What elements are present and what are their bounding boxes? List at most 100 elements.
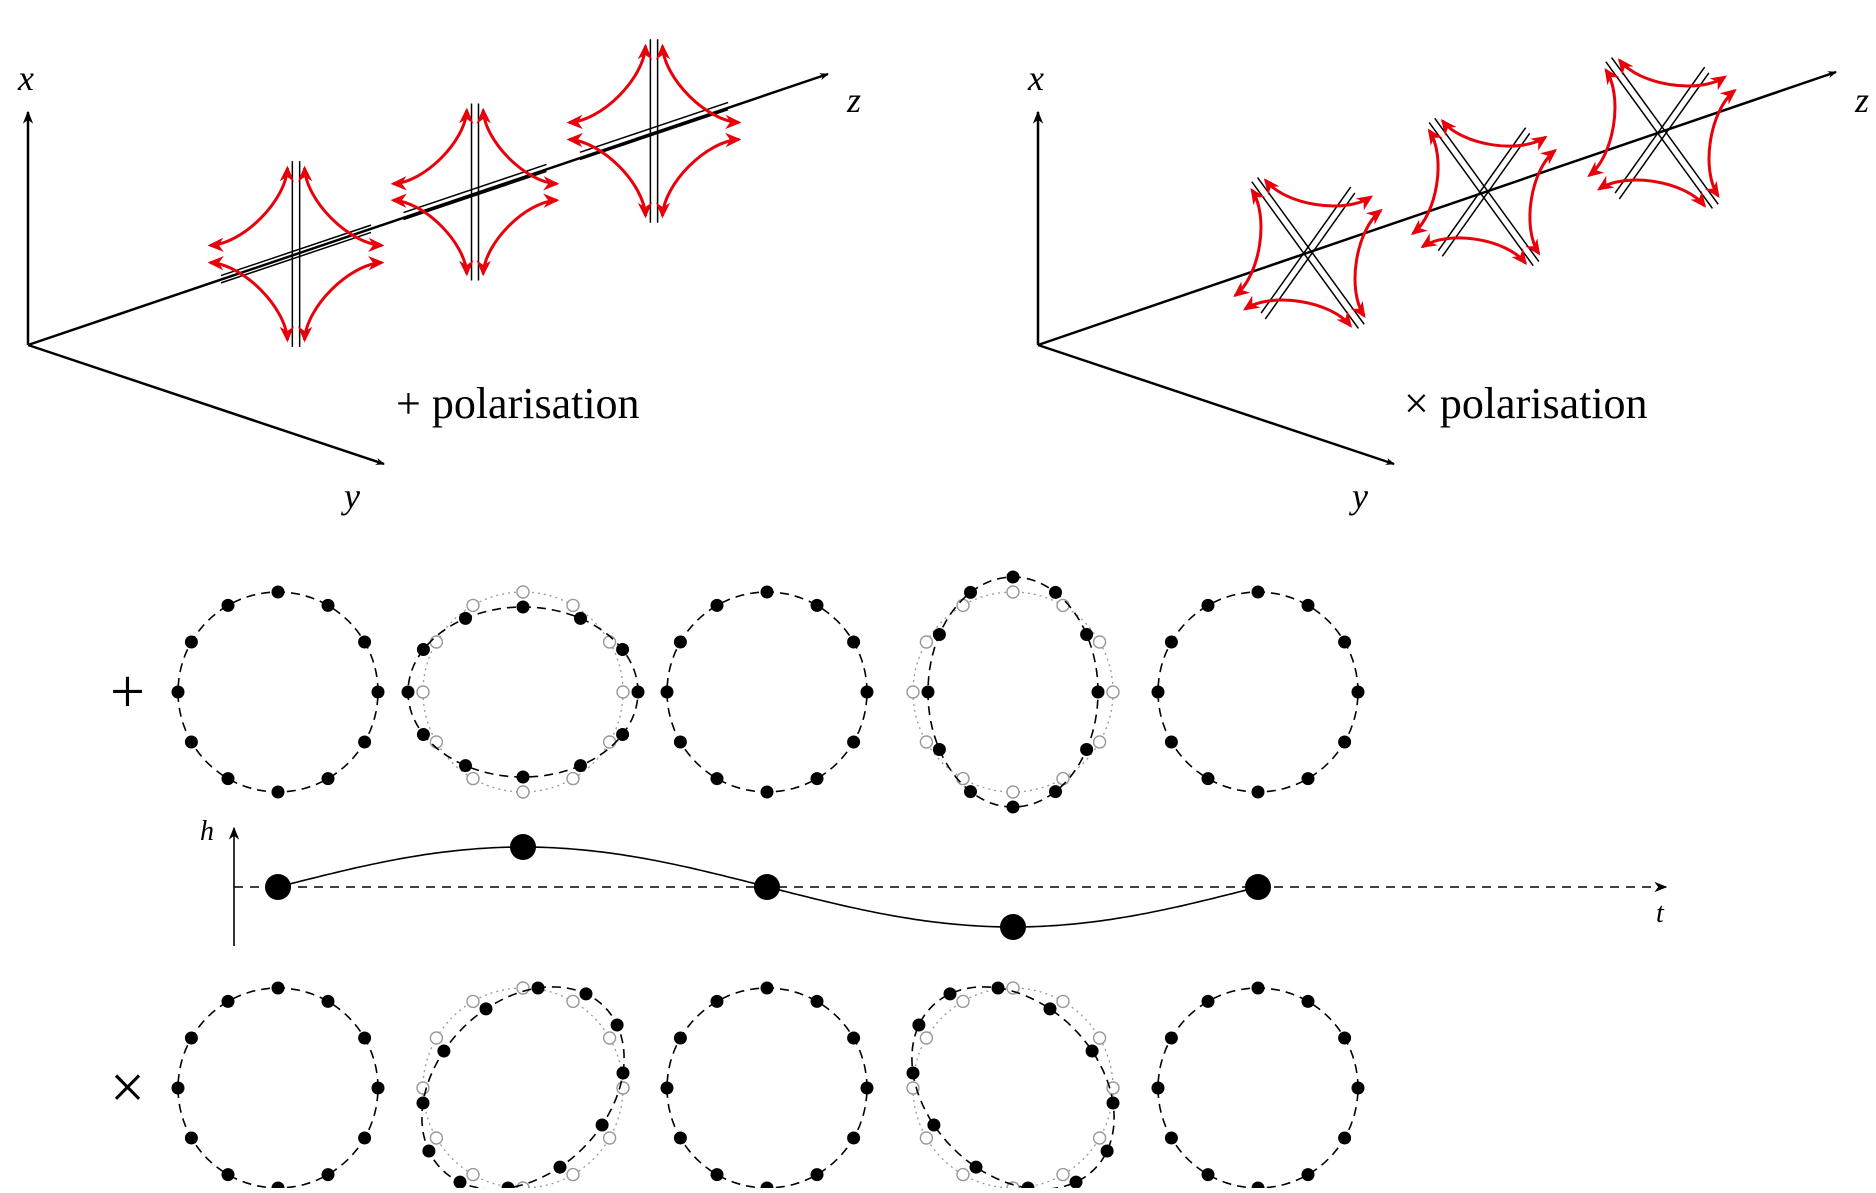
test-particle: [184, 1131, 198, 1145]
test-particle: [1301, 772, 1315, 786]
reference-particle: [956, 598, 970, 613]
reference-particle: [466, 1167, 480, 1182]
reference-particle: [956, 771, 970, 786]
test-particle: [673, 1131, 687, 1145]
test-particle: [847, 1031, 861, 1045]
reference-particle: [416, 685, 430, 699]
test-particle: [1069, 1175, 1083, 1189]
t-axis-label: t: [1656, 898, 1665, 929]
reference-particle: [956, 994, 970, 1009]
field-line-arrow: [1704, 88, 1737, 199]
test-particle: [1164, 1031, 1178, 1045]
test-particle: [1085, 1044, 1099, 1058]
field-line-arrow: [207, 165, 295, 253]
x-axis-label: x: [1027, 58, 1044, 98]
test-particle: [1201, 772, 1215, 786]
test-particle: [673, 735, 687, 749]
test-particle: [921, 685, 935, 699]
test-particle: [1151, 1081, 1165, 1095]
test-particle: [810, 994, 824, 1008]
reference-particle: [616, 685, 630, 699]
test-particle: [401, 685, 415, 699]
test-particle: [660, 1081, 674, 1095]
test-particle: [171, 685, 185, 699]
test-particle: [906, 1066, 920, 1080]
reference-particle: [919, 735, 934, 749]
test-particle: [1338, 635, 1352, 649]
plus-ring-4: [906, 570, 1120, 814]
test-particle: [1043, 1002, 1057, 1016]
reference-particle: [602, 635, 617, 649]
z-axis-label: z: [1854, 80, 1869, 120]
field-line-arrow: [297, 255, 385, 343]
reference-particle: [1006, 585, 1020, 599]
reference-particle: [906, 685, 920, 699]
reference-particle: [956, 1167, 970, 1182]
z-axis: [1037, 70, 1837, 347]
deformed-ring: [666, 987, 868, 1189]
cross-glyph-3: [1587, 57, 1737, 209]
reference-particle: [1006, 981, 1020, 995]
test-particle: [416, 1096, 430, 1110]
deformed-ring: [1157, 591, 1359, 793]
cross-polarisation-caption: × polarisation: [1404, 379, 1648, 428]
test-particle: [1091, 685, 1105, 699]
test-particle: [1351, 1081, 1365, 1095]
test-particle: [416, 728, 430, 741]
reference-ring: [422, 591, 624, 793]
test-particle: [1301, 1168, 1315, 1182]
field-line-arrow: [476, 107, 560, 191]
reference-particle: [566, 994, 580, 1009]
deformed-ring: [177, 591, 379, 793]
reference-particle: [602, 1131, 617, 1145]
test-particle: [184, 635, 198, 649]
deformed-ring: [177, 987, 379, 1189]
field-line-arrow: [1525, 148, 1558, 256]
test-particle: [847, 635, 861, 649]
strain-sample-4: [1000, 914, 1026, 940]
test-particle: [184, 735, 198, 749]
reference-particle: [919, 1031, 934, 1045]
plus-ring-5: [1151, 585, 1365, 799]
test-particle: [574, 611, 587, 625]
reference-ring: [422, 987, 624, 1189]
plus-ring-2: [401, 585, 645, 799]
test-particle: [1006, 570, 1020, 584]
test-particle: [847, 1131, 861, 1145]
reference-particle: [1056, 994, 1070, 1009]
reference-particle: [1106, 685, 1120, 699]
test-particle: [1080, 743, 1094, 756]
cross-ring-4: [906, 981, 1120, 1193]
test-particle: [991, 981, 1005, 995]
field-line-arrow: [476, 193, 560, 277]
cross-ring-2: [416, 981, 630, 1193]
reference-particle: [429, 1031, 444, 1045]
plus-glyph-3: [566, 39, 742, 223]
test-particle: [516, 770, 530, 784]
test-particle: [221, 1168, 235, 1182]
cross-ring-3: [660, 981, 874, 1193]
y-axis: [27, 343, 385, 466]
test-particle: [371, 1081, 385, 1095]
test-particle: [553, 1160, 567, 1174]
field-line-arrow: [655, 43, 742, 130]
reference-particle: [616, 1081, 630, 1095]
test-particle: [271, 585, 285, 599]
test-particle: [964, 585, 977, 599]
test-particle: [271, 1181, 285, 1193]
strain-sample-1: [265, 874, 291, 900]
plus-field-line-glyphs: [207, 39, 742, 347]
plus-ring-3: [660, 585, 874, 799]
reference-particle: [429, 735, 444, 749]
test-particle: [1106, 1096, 1120, 1110]
reference-particle: [566, 598, 580, 613]
reference-particle: [516, 981, 530, 995]
cross-polarisation-panel: x y z × polarisation: [1027, 57, 1869, 516]
test-particle: [860, 1081, 874, 1095]
field-line-arrow: [566, 132, 653, 219]
test-particle: [616, 643, 630, 656]
reference-particle: [1006, 785, 1020, 799]
reference-particle: [919, 1131, 934, 1145]
test-particle: [371, 685, 385, 699]
test-particle: [1251, 981, 1265, 995]
